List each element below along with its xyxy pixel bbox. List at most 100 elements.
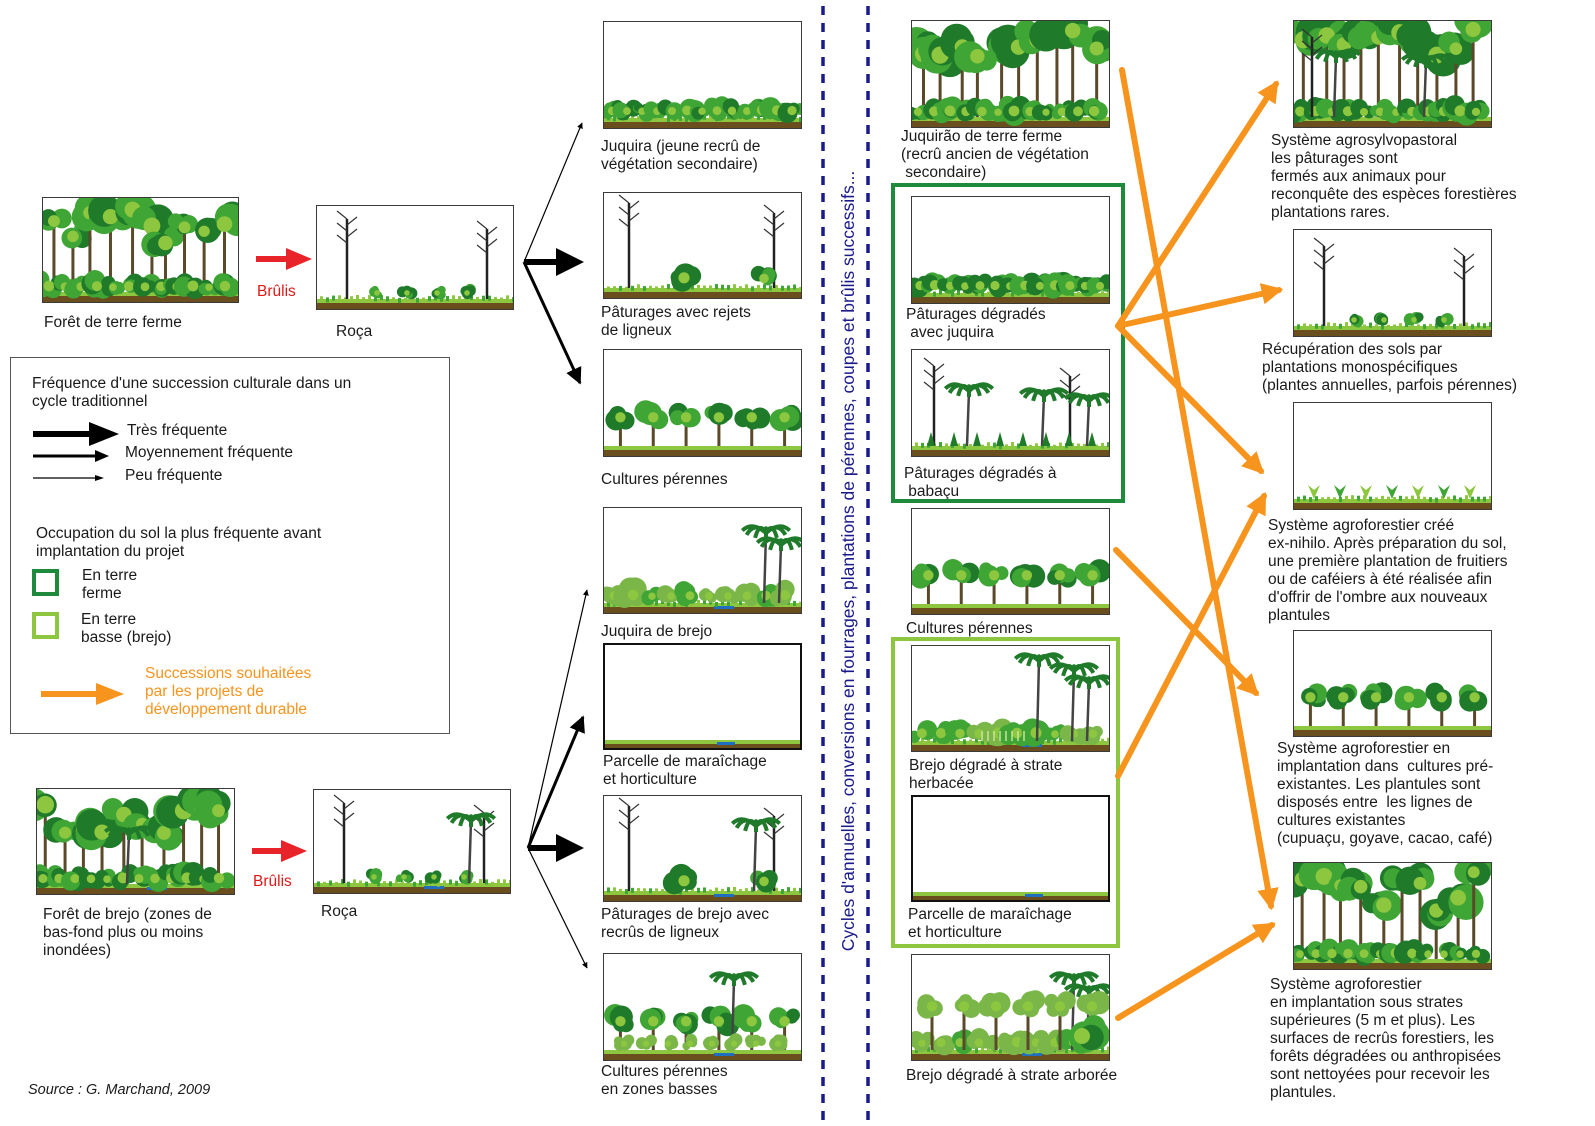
vegetation-illustration <box>37 789 234 894</box>
label-paturages-rejets: Pâturages avec rejets de ligneux <box>601 304 751 339</box>
scene-juquira <box>603 21 802 129</box>
scene-juquira-brejo <box>603 507 802 614</box>
label-maraichage-right: Parcelle de maraîchage et horticulture <box>908 906 1072 941</box>
vegetation-illustration <box>604 797 801 901</box>
legend: Fréquence d'une succession culturale dan… <box>10 357 450 734</box>
vegetation-illustration <box>1294 682 1491 736</box>
scene-foret-brejo <box>36 788 235 895</box>
vegetation-illustration <box>912 559 1109 614</box>
arrowhead-roca-paturages-icon <box>556 248 584 276</box>
vegetation-illustration <box>1294 21 1491 127</box>
label-brulis-bottom: Brûlis <box>253 873 292 890</box>
label-brejo-arboree: Brejo dégradé à strate arborée <box>906 1067 1118 1084</box>
arrow-medium-frequent-icon <box>33 450 109 462</box>
label-paturages-juquira: Pâturages dégradés avec juquira <box>906 306 1046 341</box>
scene-foret-terre-ferme <box>42 197 239 303</box>
label-cultures-preexistantes: Système agroforestier en implantation da… <box>1277 740 1494 847</box>
label-agrosylvopastoral: Système agrosylvopastoral les pâturages … <box>1271 132 1517 221</box>
arrow-roca-juquira <box>523 122 583 263</box>
scene-cultures-perennes-mid <box>603 349 802 457</box>
desired-herbacee-exnihilo <box>1115 492 1267 779</box>
succession-arrows-terre-ferme <box>522 122 583 385</box>
label-recuperation: Récupération des sols par plantations mo… <box>1262 341 1518 394</box>
swatch-terre-basse-icon <box>32 612 59 639</box>
vegetation-illustration <box>1294 485 1491 509</box>
burn-arrow-top-icon <box>256 248 312 270</box>
label-foret-brejo: Forêt de brejo (zones de bas-fond plus o… <box>43 906 212 959</box>
label-cultures-perennes-right: Cultures pérennes <box>906 620 1033 637</box>
legend-occupation-title: Occupation du sol la plus fréquente avan… <box>36 525 322 560</box>
scene-cultures-preexistantes <box>1293 630 1492 737</box>
label-juquira-brejo: Juquira de brejo <box>601 623 713 640</box>
scene-recuperation <box>1293 229 1492 337</box>
label-paturages-babacu: Pâturages dégradés à babaçu <box>904 465 1057 500</box>
arrow-roca-juquira-brejo <box>527 589 589 849</box>
label-paturages-brejo: Pâturages de brejo avec recrûs de ligneu… <box>601 906 770 941</box>
burn-arrow-bottom-icon <box>252 840 307 862</box>
label-roca-top: Roça <box>336 323 373 340</box>
vegetation-illustration <box>314 794 510 893</box>
arrow-very-frequent-icon <box>33 422 119 446</box>
legend-rare: Peu fréquente <box>125 467 223 484</box>
vegetation-illustration <box>912 357 1109 456</box>
label-cultures-perennes-mid: Cultures pérennes <box>601 471 728 488</box>
scene-juquirao <box>911 20 1110 128</box>
legend-desired: Successions souhaitées par les projets d… <box>145 665 312 718</box>
vegetation-illustration <box>605 740 800 748</box>
scene-maraichage-right <box>911 795 1110 902</box>
label-juquirao: Juquirão de terre ferme (recrû ancien de… <box>901 128 1089 181</box>
arrow-desired-icon <box>41 683 124 705</box>
label-maraichage-mid: Parcelle de maraîchage et horticulture <box>603 753 767 788</box>
arrow-rare-icon <box>33 475 104 481</box>
arrow-roca-maraichage <box>526 715 585 849</box>
succession-arrows-brejo <box>526 589 589 969</box>
scene-strates-superieures <box>1293 862 1492 970</box>
vegetation-illustration <box>604 971 801 1060</box>
label-cultures-basses: Cultures pérennes en zones basses <box>601 1063 728 1098</box>
scene-maraichage-mid <box>603 643 802 750</box>
arrow-roca-cultures-basses <box>527 847 588 969</box>
legend-terre-basse: En terre basse (brejo) <box>81 611 172 646</box>
legend-medium-frequent: Moyennement fréquente <box>125 444 294 461</box>
label-roca-bottom: Roça <box>321 903 358 920</box>
legend-title: Fréquence d'une succession culturale dan… <box>32 375 352 410</box>
vegetation-illustration <box>604 194 801 298</box>
vegetation-illustration <box>912 21 1109 127</box>
label-strates-superieures: Système agroforestier en implantation so… <box>1270 976 1501 1101</box>
source-credit: Source : G. Marchand, 2009 <box>28 1082 211 1098</box>
vegetation-illustration <box>43 198 238 302</box>
scene-cultures-perennes-right <box>911 508 1110 615</box>
scene-paturages-brejo <box>603 795 802 902</box>
label-brejo-herbacee: Brejo dégradé à strate herbacée <box>909 757 1063 792</box>
vegetation-illustration <box>604 400 801 456</box>
arrowhead-roca-paturages-brejo-icon <box>556 834 584 862</box>
scene-paturages-juquira <box>911 196 1110 304</box>
vegetation-illustration <box>1294 237 1491 336</box>
desired-successions <box>1113 67 1284 1021</box>
scene-ex-nihilo <box>1293 402 1492 510</box>
scene-cultures-basses <box>603 953 802 1061</box>
frame-terre-ferme <box>891 183 1125 503</box>
vegetation-illustration <box>913 892 1108 900</box>
vegetation-illustration <box>317 210 513 309</box>
vegetation-illustration <box>1294 863 1491 969</box>
vegetation-illustration <box>912 271 1109 303</box>
label-brulis-top: Brûlis <box>257 283 296 300</box>
legend-terre-ferme: En terre ferme <box>82 567 138 602</box>
scene-brejo-herbacee <box>911 645 1110 752</box>
vegetation-illustration <box>604 96 801 128</box>
frame-terre-basse <box>891 637 1120 948</box>
arrow-roca-cultures <box>522 261 582 385</box>
desired-paturages-recuperation <box>1115 283 1284 329</box>
desired-juquirao-strates <box>1119 67 1279 911</box>
desired-paturages-agrosylvo <box>1115 80 1279 329</box>
vegetation-illustration <box>912 652 1109 751</box>
desired-paturages-exnihilo <box>1115 323 1265 475</box>
label-juquira: Juquira (jeune recrû de végétation secon… <box>601 138 761 173</box>
desired-cultures-preexistantes <box>1113 547 1260 697</box>
scene-paturages-babacu <box>911 349 1110 457</box>
legend-very-frequent: Très fréquente <box>127 422 228 439</box>
scene-roca-top <box>316 205 514 310</box>
scene-paturages-rejets <box>603 192 802 299</box>
